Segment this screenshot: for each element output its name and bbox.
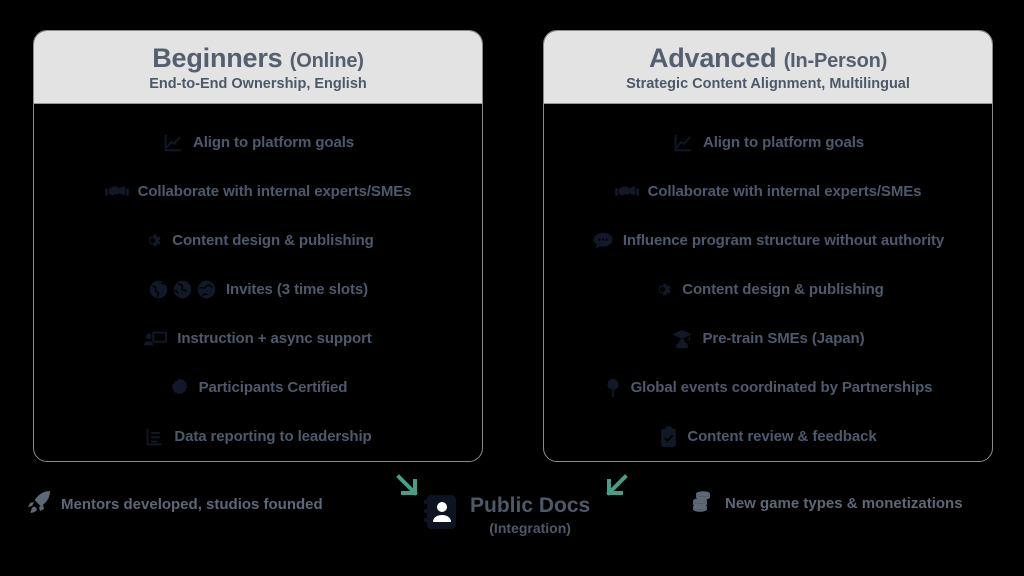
list-item-label: Content design & publishing — [682, 281, 884, 298]
list-item: Influence program structure without auth… — [544, 216, 992, 265]
line-chart-icon — [162, 132, 184, 154]
list-item: Align to platform goals — [34, 118, 482, 167]
arrow-down-right-icon — [392, 470, 424, 507]
list-item: Content design & publishing — [544, 265, 992, 314]
card-beginners-title-main: Beginners — [152, 42, 283, 73]
outcome-left-label: Mentors developed, studios founded — [61, 496, 323, 513]
clipboard-check-icon — [659, 425, 678, 448]
arrow-down-left-icon — [600, 470, 632, 507]
public-docs-node: Public Docs (Integration) — [424, 494, 590, 536]
list-item: Content review & feedback — [544, 412, 992, 461]
list-item: Global events coordinated by Partnership… — [544, 363, 992, 412]
list-item-label: Content design & publishing — [172, 232, 374, 249]
list-item-label: Pre-train SMEs (Japan) — [702, 330, 865, 347]
card-advanced-title: Advanced (In-Person) — [649, 44, 887, 72]
list-item-label: Global events coordinated by Partnership… — [630, 379, 933, 396]
public-docs-title: Public Docs — [470, 494, 591, 517]
card-advanced: Advanced (In-Person) Strategic Content A… — [543, 30, 993, 462]
coins-icon — [690, 488, 716, 519]
card-beginners-title-paren: (Online) — [289, 49, 364, 72]
list-item-label: Instruction + async support — [177, 330, 372, 347]
list-item: Instruction + async support — [34, 314, 482, 363]
list-item-label: Data reporting to leadership — [174, 428, 372, 445]
list-item: Content design & publishing — [34, 216, 482, 265]
outcome-right: New game types & monetizations — [690, 488, 963, 519]
card-beginners: Beginners (Online) End-to-End Ownership,… — [33, 30, 483, 462]
handshake-icon — [104, 181, 129, 203]
list-item: Participants Certified — [34, 363, 482, 412]
card-beginners-header: Beginners (Online) End-to-End Ownership,… — [34, 31, 482, 104]
card-beginners-list: Align to platform goals Collaborate with… — [34, 104, 482, 461]
map-pin-icon — [604, 377, 622, 399]
graduate-icon — [671, 328, 693, 350]
line-chart-icon — [672, 132, 694, 154]
bar-report-icon — [144, 426, 165, 447]
chat-bubble-icon — [592, 231, 614, 251]
card-advanced-list: Align to platform goals Collaborate with… — [544, 104, 992, 461]
outcome-left: Mentors developed, studios founded — [26, 489, 323, 520]
gear-icon — [652, 279, 673, 300]
public-docs-text: Public Docs (Integration) — [470, 494, 590, 536]
list-item-label: Align to platform goals — [702, 134, 865, 151]
card-advanced-title-paren: (In-Person) — [783, 49, 888, 72]
card-beginners-subtitle: End-to-End Ownership, English — [149, 76, 367, 93]
card-advanced-subtitle: Strategic Content Alignment, Multilingua… — [626, 76, 910, 93]
rocket-icon — [26, 489, 52, 520]
certificate-icon — [169, 377, 190, 398]
list-item: Collaborate with internal experts/SMEs — [544, 167, 992, 216]
list-item-label: Content review & feedback — [687, 428, 877, 445]
globe-triple-icon — [148, 279, 217, 300]
handshake-icon — [614, 181, 639, 203]
list-item: Collaborate with internal experts/SMEs — [34, 167, 482, 216]
card-beginners-title: Beginners (Online) — [152, 44, 364, 72]
list-item-label: Collaborate with internal experts/SMEs — [137, 183, 412, 200]
list-item: Pre-train SMEs (Japan) — [544, 314, 992, 363]
contact-book-icon — [424, 494, 458, 535]
card-advanced-header: Advanced (In-Person) Strategic Content A… — [544, 31, 992, 104]
list-item: Align to platform goals — [544, 118, 992, 167]
list-item-label: Align to platform goals — [192, 134, 355, 151]
list-item: Invites (3 time slots) — [34, 265, 482, 314]
list-item: Data reporting to leadership — [34, 412, 482, 461]
card-advanced-title-main: Advanced — [648, 42, 777, 73]
list-item-label: Participants Certified — [198, 379, 348, 396]
list-item-label: Collaborate with internal experts/SMEs — [647, 183, 922, 200]
presentation-icon — [144, 328, 168, 350]
list-item-label: Influence program structure without auth… — [622, 232, 945, 249]
public-docs-subtitle: (Integration) — [489, 520, 571, 537]
list-item-label: Invites (3 time slots) — [225, 281, 368, 298]
outcome-right-label: New game types & monetizations — [725, 495, 963, 512]
gear-icon — [142, 230, 163, 251]
